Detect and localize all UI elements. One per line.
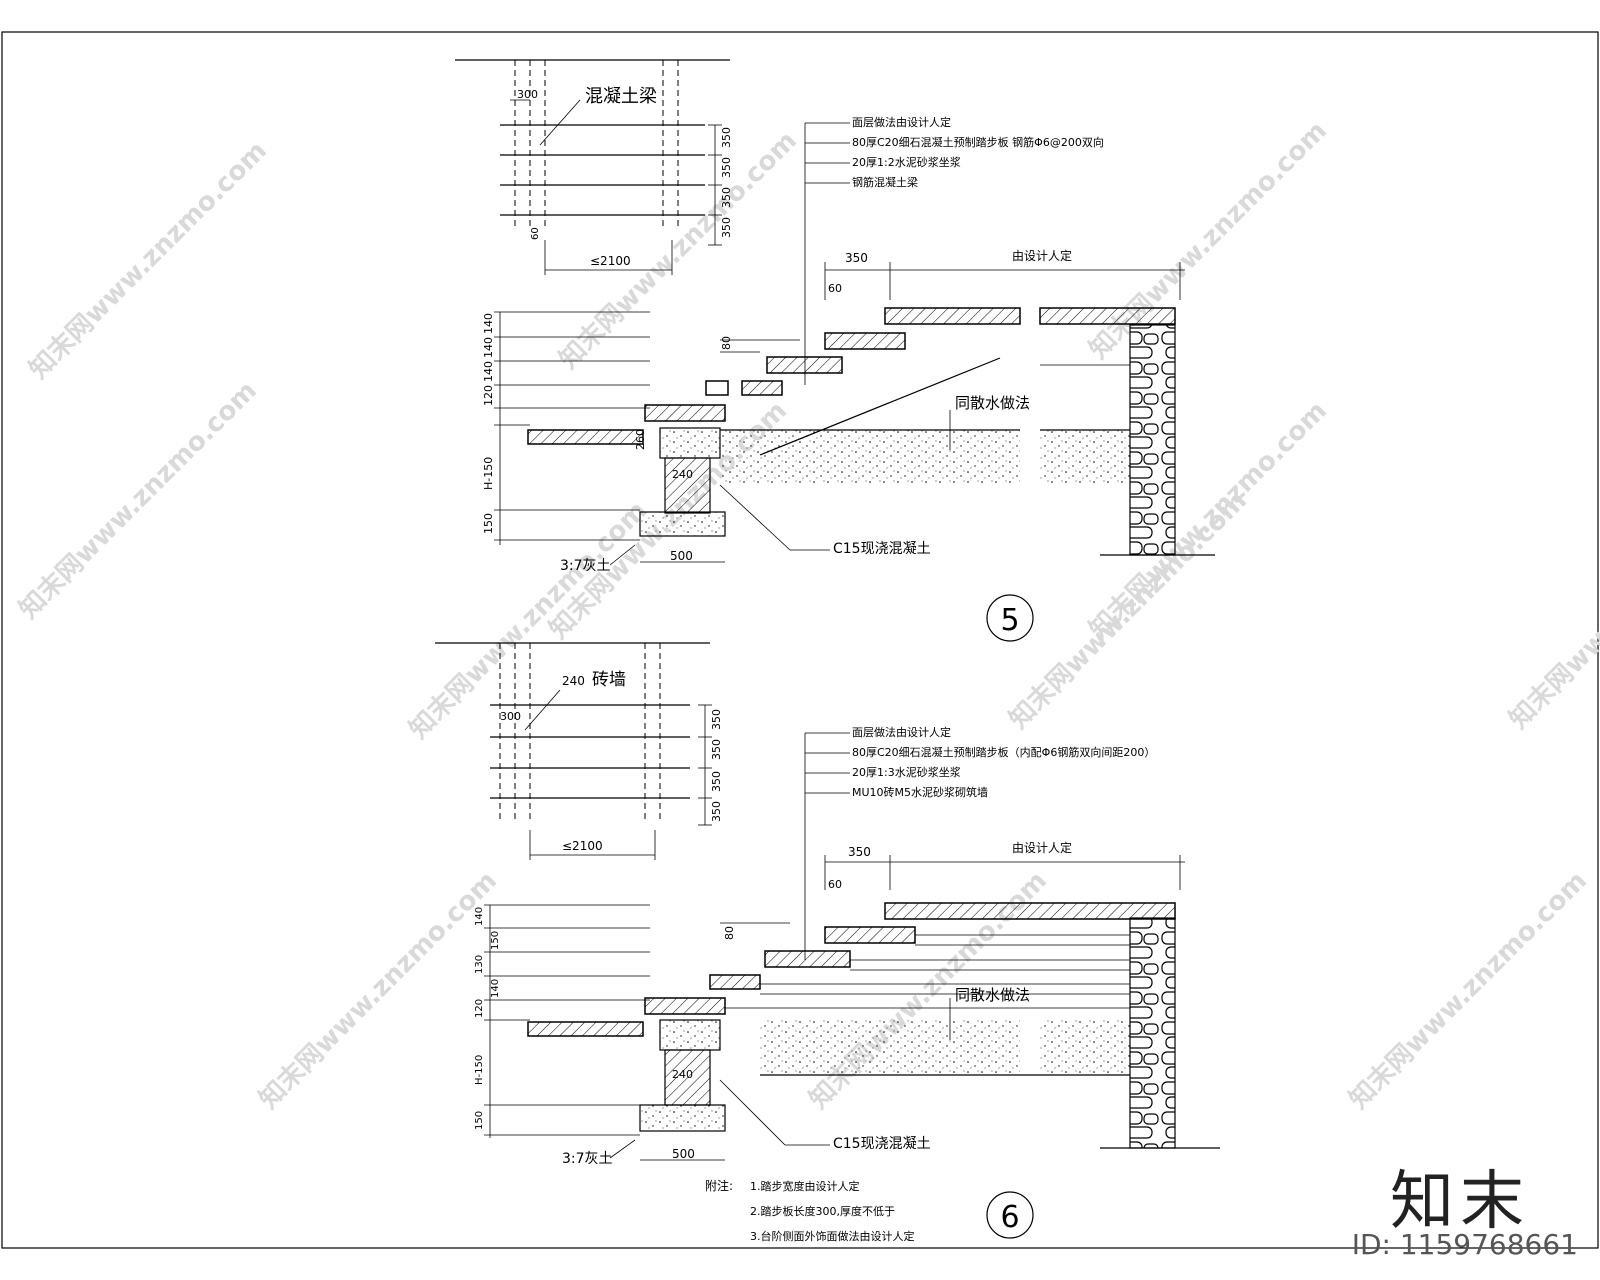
notes-title: 附注: xyxy=(705,1178,733,1193)
svg-text:140: 140 xyxy=(474,907,485,926)
foot-dim: 500 xyxy=(670,549,693,563)
layer-notes-6: 面层做法由设计人定 80厚C20细石混凝土预制踏步板（内配Φ6钢筋双向间距200… xyxy=(804,725,1155,960)
svg-text:350: 350 xyxy=(720,157,733,178)
watermark: 知末网www.znzmo.com xyxy=(1504,486,1600,735)
dim-240: 240 xyxy=(672,1068,693,1081)
layer-note: 钢筋混凝土梁 xyxy=(852,175,918,189)
concrete-label: C15现浇混凝土 xyxy=(833,1136,931,1152)
svg-text:350: 350 xyxy=(720,187,733,208)
detail-6: 240 砖墙 300 ≤2100 350 350 350 350 面层做法由设计… xyxy=(435,642,1220,1239)
layer-note: 20厚1:3水泥砂浆坐浆 xyxy=(852,765,961,779)
dim-60: 60 xyxy=(530,227,541,240)
watermark: 知末网www.znzmo.com xyxy=(254,866,503,1115)
brand-logo: 知末 xyxy=(1390,1165,1530,1239)
lime-label: 3:7灰土 xyxy=(562,1151,613,1167)
layer-note: 20厚1:2水泥砂浆坐浆 xyxy=(852,155,961,169)
top-right-label: 由设计人定 xyxy=(1012,248,1072,263)
top-dim-350: 350 xyxy=(845,251,868,265)
dim-80: 80 xyxy=(720,336,733,350)
sheet-border xyxy=(1,31,1599,1249)
svg-text:350: 350 xyxy=(710,771,723,792)
layer-note: 80厚C20细石混凝土预制踏步板（内配Φ6钢筋双向间距200） xyxy=(852,745,1155,759)
left-dims-6: 140 150 130 140 120 H-150 150 xyxy=(474,904,650,1138)
dim-300: 300 xyxy=(500,710,521,723)
span-label: ≤2100 xyxy=(562,839,603,853)
beam-label: 混凝土梁 xyxy=(585,86,657,107)
watermark: 知末网www.znzmo.com xyxy=(14,376,263,625)
treads-5 xyxy=(644,307,1176,422)
svg-text:140: 140 xyxy=(482,337,495,358)
dim-260: 260 xyxy=(634,429,647,450)
apron-label: 同散水做法 xyxy=(955,394,1030,412)
concrete-label: C15现浇混凝土 xyxy=(833,541,931,557)
plan-view-5 xyxy=(455,59,730,275)
svg-text:140: 140 xyxy=(482,361,495,382)
svg-text:130: 130 xyxy=(474,955,485,974)
dim-300: 300 xyxy=(517,88,538,101)
top-right-label: 由设计人定 xyxy=(1012,840,1072,855)
svg-text:350: 350 xyxy=(720,127,733,148)
riser-dims-6: 350 350 350 350 xyxy=(710,709,723,822)
layer-note: 80厚C20细石混凝土预制踏步板 钢筋Φ6@200双向 xyxy=(852,135,1104,149)
svg-text:350: 350 xyxy=(710,801,723,822)
detail-marker-5 xyxy=(986,594,1034,642)
svg-text:H-150: H-150 xyxy=(474,1055,485,1085)
lime-label: 3:7灰土 xyxy=(560,558,611,574)
dim-80: 80 xyxy=(723,926,736,940)
layer-notes-5: 面层做法由设计人定 80厚C20细石混凝土预制踏步板 钢筋Φ6@200双向 20… xyxy=(804,115,1104,385)
riser-dims-5: 350 350 350 350 xyxy=(720,127,733,238)
top-dim-350: 350 xyxy=(848,845,871,859)
svg-text:120: 120 xyxy=(482,385,495,406)
layer-note: 面层做法由设计人定 xyxy=(852,115,951,129)
watermark: 知末网www.znzmo.com xyxy=(24,136,273,385)
layer-note: MU10砖M5水泥砂浆砌筑墙 xyxy=(852,785,988,799)
svg-text:350: 350 xyxy=(720,217,733,238)
svg-text:350: 350 xyxy=(710,739,723,760)
note-item: 3.台阶侧面外饰面做法由设计人定 xyxy=(750,1229,915,1243)
detail-5: 混凝土梁 300 60 ≤2100 350 350 350 350 面层做法由设… xyxy=(455,59,1215,642)
image-id: ID: 1159768661 xyxy=(1351,1228,1578,1261)
wall-label: 砖墙 xyxy=(592,670,626,690)
detail-number: 6 xyxy=(1000,1200,1019,1235)
span-label: ≤2100 xyxy=(590,254,631,268)
svg-text:150: 150 xyxy=(490,931,501,950)
foot-dim: 500 xyxy=(672,1147,695,1161)
top-dim-60: 60 xyxy=(828,282,842,295)
svg-text:120: 120 xyxy=(474,999,485,1018)
top-dim-60: 60 xyxy=(828,878,842,891)
watermark: 知末网www.znzmo.com xyxy=(1344,866,1593,1115)
layer-note: 面层做法由设计人定 xyxy=(852,725,951,739)
apron-label: 同散水做法 xyxy=(955,986,1030,1004)
detail-number: 5 xyxy=(1000,603,1019,638)
note-item: 1.踏步宽度由设计人定 xyxy=(750,1179,860,1193)
left-dims-5: 140 140 140 120 H-150 150 xyxy=(482,311,650,545)
notes: 附注: 1.踏步宽度由设计人定 2.踏步板长度300,厚度不低于 3.台阶侧面外… xyxy=(705,1178,915,1243)
watermark: 知末网www.znzmo.com xyxy=(404,496,653,745)
note-item: 2.踏步板长度300,厚度不低于 xyxy=(750,1204,895,1218)
svg-text:150: 150 xyxy=(474,1111,485,1130)
svg-text:150: 150 xyxy=(482,513,495,534)
svg-text:140: 140 xyxy=(490,979,501,998)
svg-text:140: 140 xyxy=(482,313,495,334)
svg-text:350: 350 xyxy=(710,709,723,730)
watermark: 知末网www.znzmo.com xyxy=(1084,116,1333,365)
watermark: 知末网www.znzmo.com xyxy=(1004,486,1253,735)
dim-240: 240 xyxy=(672,468,693,481)
wall-dim: 240 xyxy=(562,674,585,688)
treads-6 xyxy=(644,902,1176,1015)
svg-text:H-150: H-150 xyxy=(482,457,495,490)
detail-marker-6 xyxy=(986,1191,1034,1239)
